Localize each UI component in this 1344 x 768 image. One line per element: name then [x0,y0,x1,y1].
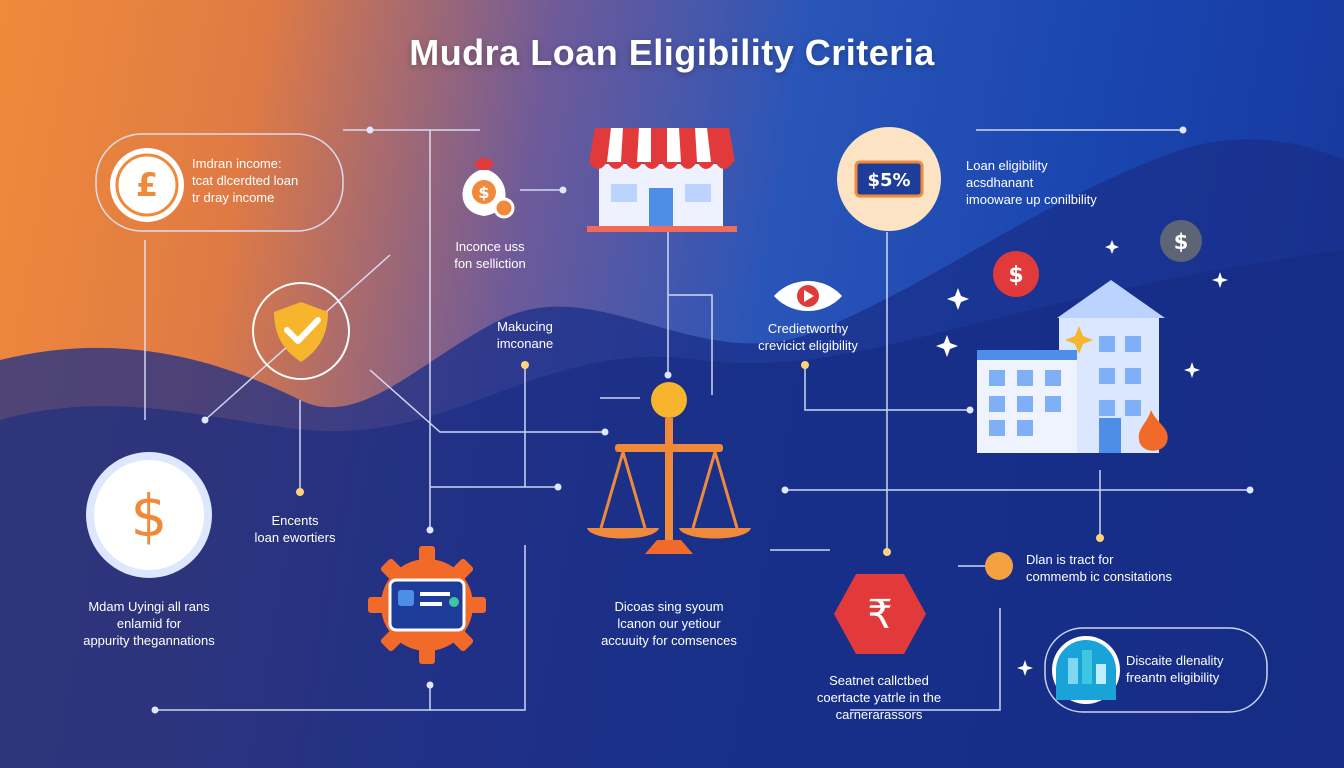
creditworthy-line-2: crevicict eligibility [758,338,858,353]
balance-scale-icon [587,382,751,554]
loan-elig-line-3: imooware up conilbility [966,192,1097,207]
chart-circle-icon [1052,636,1120,704]
income-line-1: Imdran income: [192,156,282,171]
loan-elig-line-1: Loan eligibility [966,158,1048,173]
dian-line-2: commemb ic consitations [1026,569,1172,584]
building-icon [977,280,1168,453]
discate-label: Discaite dlenality freantn eligibility [1126,652,1224,686]
dollar-symbol: $ [131,482,168,550]
money-bag-icon: $ [462,158,515,219]
percent-text: $5% [867,170,910,191]
connector-lines [95,129,1268,713]
creditworthy-label: Credietworthy crevicict eligibility [744,320,872,354]
encents-line-1: Encents [271,513,319,528]
red-dollar-symbol: $ [1008,263,1023,288]
madam-label: Mdam Uyingi all rans enlamid for appurit… [66,598,232,649]
shield-check-icon [252,282,350,380]
income-box-label: Imdran income: tcat dlcerdted loan tr dr… [192,155,298,206]
encents-line-2: loan ewortiers [254,530,336,545]
discuss-line-2: lcanon our yetiour [617,616,721,631]
gear-card-icon [368,546,486,664]
income-line-3: tr dray income [192,190,275,205]
shop-icon [587,128,737,232]
rupee-hexagon-icon: ₹ [834,574,926,654]
madam-line-3: appurity thegannations [83,633,215,648]
seatnet-line-1: Seatnet callctbed [829,673,929,688]
sparkles [936,240,1228,676]
income-box-outline [95,133,344,232]
creditworthy-line-1: Credietworthy [767,321,849,336]
rupee-symbol: ₹ [867,592,892,638]
income-line-2: tcat dlcerdted loan [192,173,299,188]
marketing-line-1: Makucing [497,319,553,334]
madam-line-1: Mdam Uyingi all rans [88,599,210,614]
dian-line-1: Dlan is tract for [1026,552,1114,567]
income-use-line-2: fon selliction [454,256,526,271]
gray-dollar-symbol: $ [1174,230,1189,254]
page-title: Mudra Loan Eligibility Criteria [409,32,935,73]
seatnet-label: Seatnet callctbed coertacte yatrle in th… [800,672,958,723]
dian-label: Dlan is tract for commemb ic consitation… [1026,551,1172,585]
orange-dot-icon [985,552,1013,580]
loan-eligibility-label: Loan eligibility acsdhanant imooware up … [966,157,1097,208]
discate-line-1: Discaite dlenality [1126,653,1224,668]
pound-coin-icon: £ [110,148,184,222]
percent-badge-icon: $5% [837,127,941,231]
discuss-line-1: Dicoas sing syoum [614,599,724,614]
income-use-label: Inconce uss fon selliction [430,238,550,272]
discuss-label: Dicoas sing syoum lcanon our yetiour acc… [580,598,758,649]
loan-elig-line-2: acsdhanant [966,175,1034,190]
dollar-coin-icon: $ [86,452,212,578]
seatnet-line-3: carnerarassors [835,707,923,722]
seatnet-line-2: coertacte yatrle in the [816,690,942,705]
discate-box-outline [1044,627,1268,713]
eye-icon [774,281,842,311]
pound-symbol: £ [136,166,158,204]
marketing-line-2: imconane [496,336,554,351]
gray-dollar-icon: $ [1160,220,1202,262]
income-use-line-1: Inconce uss [455,239,525,254]
madam-line-2: enlamid for [116,616,182,631]
red-dollar-icon: $ [993,251,1039,297]
discuss-line-3: accuuity for comsences [601,633,737,648]
moneybag-symbol: $ [478,183,489,202]
encents-label: Encents loan ewortiers [238,512,352,546]
marketing-label: Makucing imconane [480,318,570,352]
connector-dots [151,126,1254,714]
discate-line-2: freantn eligibility [1126,670,1220,685]
